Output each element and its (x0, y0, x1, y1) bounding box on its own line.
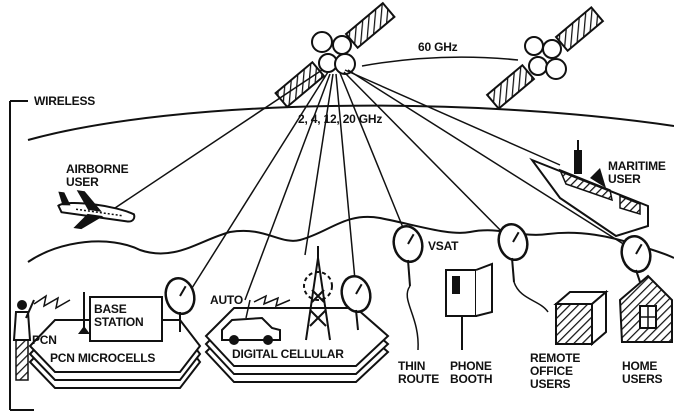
frequency-60ghz-label: 60 GHz (418, 40, 458, 54)
base-station-label: BASE STATION (94, 302, 144, 329)
house-icon (618, 274, 673, 343)
home-users-label: HOME USERS (622, 359, 663, 386)
pcn-microcells-label: PCN MICROCELLS (50, 351, 156, 365)
digital-cellular-label: DIGITAL CELLULAR (232, 347, 344, 361)
ship-icon (529, 140, 649, 238)
radio-link (253, 294, 291, 308)
cell-tower-icon (303, 246, 333, 341)
radio-link (33, 294, 71, 310)
satellite-beams (111, 69, 626, 301)
thin-route-label: THIN ROUTE (398, 359, 440, 386)
remote-office-users-label: REMOTE OFFICE USERS (530, 351, 581, 391)
dish-antenna-icon (388, 221, 428, 351)
dish-antenna-icon (160, 273, 200, 332)
dish-antenna-icon (616, 231, 656, 283)
office-building-icon (553, 289, 609, 347)
phone-booth-label: PHONE BOOTH (450, 359, 493, 386)
car-icon (221, 299, 281, 345)
pcn-label: PCN (32, 333, 57, 347)
terrain-line (27, 215, 674, 263)
inter-satellite-link (361, 56, 519, 67)
phone-booth-icon (445, 262, 493, 350)
base-station-box (89, 296, 163, 342)
vsat-label: VSAT (428, 239, 459, 253)
airplane-icon (57, 190, 136, 230)
wireless-bracket (9, 100, 34, 411)
auto-label: AUTO (210, 293, 243, 307)
earth-horizon (27, 104, 674, 141)
wireless-label: WIRELESS (34, 94, 96, 108)
airborne-user-label: AIRBORNE USER (66, 162, 129, 189)
dish-antenna-icon (493, 219, 549, 313)
person-icon (12, 299, 35, 381)
frequency-band-label: 2, 4, 12, 20 GHz (298, 112, 383, 126)
satellite-icon (485, 5, 605, 111)
satellite-icon (274, 1, 396, 109)
dish-antenna-icon (336, 271, 376, 331)
maritime-user-label: MARITIME USER (608, 159, 666, 186)
